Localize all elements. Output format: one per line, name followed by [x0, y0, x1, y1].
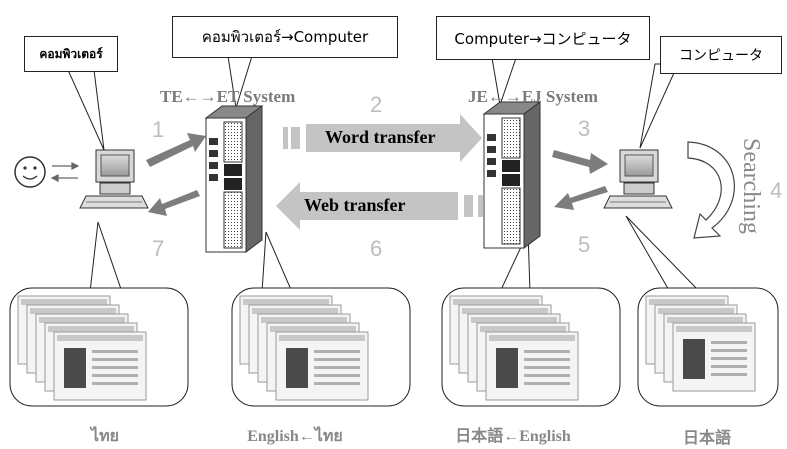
thumbnail-header	[676, 326, 752, 332]
te-et-system-label: TE←→ET System	[160, 87, 296, 106]
thumbnail-text-line	[92, 358, 138, 361]
arrow-step-3	[552, 150, 608, 174]
je-ej-system-label: JE←→EJ System	[468, 87, 598, 106]
caption-thai: ไทย	[91, 428, 119, 445]
je-ej-server-icon	[482, 101, 542, 249]
thumbnail-text-line	[314, 374, 360, 377]
thumbnail-text-line	[711, 341, 747, 344]
step-7: 7	[152, 236, 165, 261]
thumbnail-text-line	[524, 374, 570, 377]
step-6: 6	[370, 236, 383, 261]
thumbnail-header	[471, 317, 557, 323]
thumbnail-text-line	[92, 366, 138, 369]
user-io-arrows-icon	[50, 162, 80, 182]
arrow-step-5	[554, 186, 608, 210]
thumbnail-text-line	[524, 382, 570, 385]
bubble-tail-thai	[89, 221, 123, 293]
screenshot-stacks	[17, 295, 756, 401]
thumbnail-text-line	[314, 366, 360, 369]
step-2: 2	[370, 92, 383, 117]
arrow-step-1	[146, 133, 206, 167]
thumbnail-header	[57, 335, 143, 341]
callout-je-translation: Computer→コンピュータ	[436, 16, 650, 60]
thumbnail-header	[30, 308, 116, 314]
callout-tail-thai	[67, 69, 105, 151]
step-1: 1	[152, 117, 165, 142]
thumbnail-text-line	[524, 350, 570, 353]
bubble-tail-jp	[625, 215, 702, 293]
thumbnail-image	[496, 348, 518, 388]
word-transfer-label: Word transfer	[325, 127, 436, 147]
thumbnail-header	[480, 326, 566, 332]
web-transfer-arrow	[276, 182, 483, 230]
thumbnail-text-line	[314, 358, 360, 361]
thumbnail-header	[252, 308, 338, 314]
te-et-server-icon	[204, 105, 264, 253]
caption-japanese: 日本語	[682, 430, 731, 447]
caption-japanese-english: 日本語←English	[455, 428, 571, 445]
callout-tail-jp	[639, 63, 679, 149]
thumbnail-header	[270, 326, 356, 332]
thumbnail-header	[39, 317, 125, 323]
callout-te-translation: คอมพิวเตอร์→Computer	[172, 16, 398, 58]
thumbnail-text-line	[711, 357, 747, 360]
step-3: 3	[578, 116, 591, 141]
thumbnail-text-line	[92, 350, 138, 353]
thumbnail-text-line	[711, 373, 747, 376]
web-transfer-label: Web transfer	[304, 195, 406, 215]
user-computer-icon	[79, 149, 149, 209]
japanese-computer-icon	[603, 149, 673, 209]
thumbnail-image	[64, 348, 86, 388]
arrow-step-7	[148, 190, 200, 216]
thumbnail-text-line	[92, 374, 138, 377]
thumbnail-text-line	[711, 365, 747, 368]
thumbnail-header	[667, 317, 743, 323]
callout-japanese-word: コンピュータ	[660, 36, 782, 74]
thumbnail-header	[489, 335, 575, 341]
caption-english-thai: English←ไทย	[247, 428, 343, 445]
thumbnail-header	[462, 308, 548, 314]
thumbnail-text-line	[314, 350, 360, 353]
step-5: 5	[578, 232, 591, 257]
thumbnail-header	[658, 308, 734, 314]
thumbnail-header	[48, 326, 134, 332]
word-transfer-arrow	[283, 114, 482, 162]
callout-thai-word: คอมพิวเตอร์	[24, 36, 118, 72]
thumbnail-text-line	[711, 349, 747, 352]
thumbnail-header	[279, 335, 365, 341]
flow-arrows	[146, 133, 608, 216]
thumbnail-header	[649, 299, 725, 305]
step-4: 4	[770, 178, 783, 203]
thumbnail-text-line	[524, 358, 570, 361]
thumbnail-image	[286, 348, 308, 388]
thumbnail-image	[683, 339, 705, 379]
searching-arrow	[687, 141, 735, 239]
thumbnail-text-line	[524, 366, 570, 369]
thumbnail-text-line	[92, 382, 138, 385]
thumbnail-header	[243, 299, 329, 305]
thumbnail-header	[453, 299, 539, 305]
smiley-icon	[14, 156, 46, 188]
thumbnail-header	[261, 317, 347, 323]
searching-label: Searching	[738, 138, 764, 234]
thumbnail-header	[21, 299, 107, 305]
thumbnail-text-line	[314, 382, 360, 385]
bubble-tail-english	[261, 231, 293, 293]
